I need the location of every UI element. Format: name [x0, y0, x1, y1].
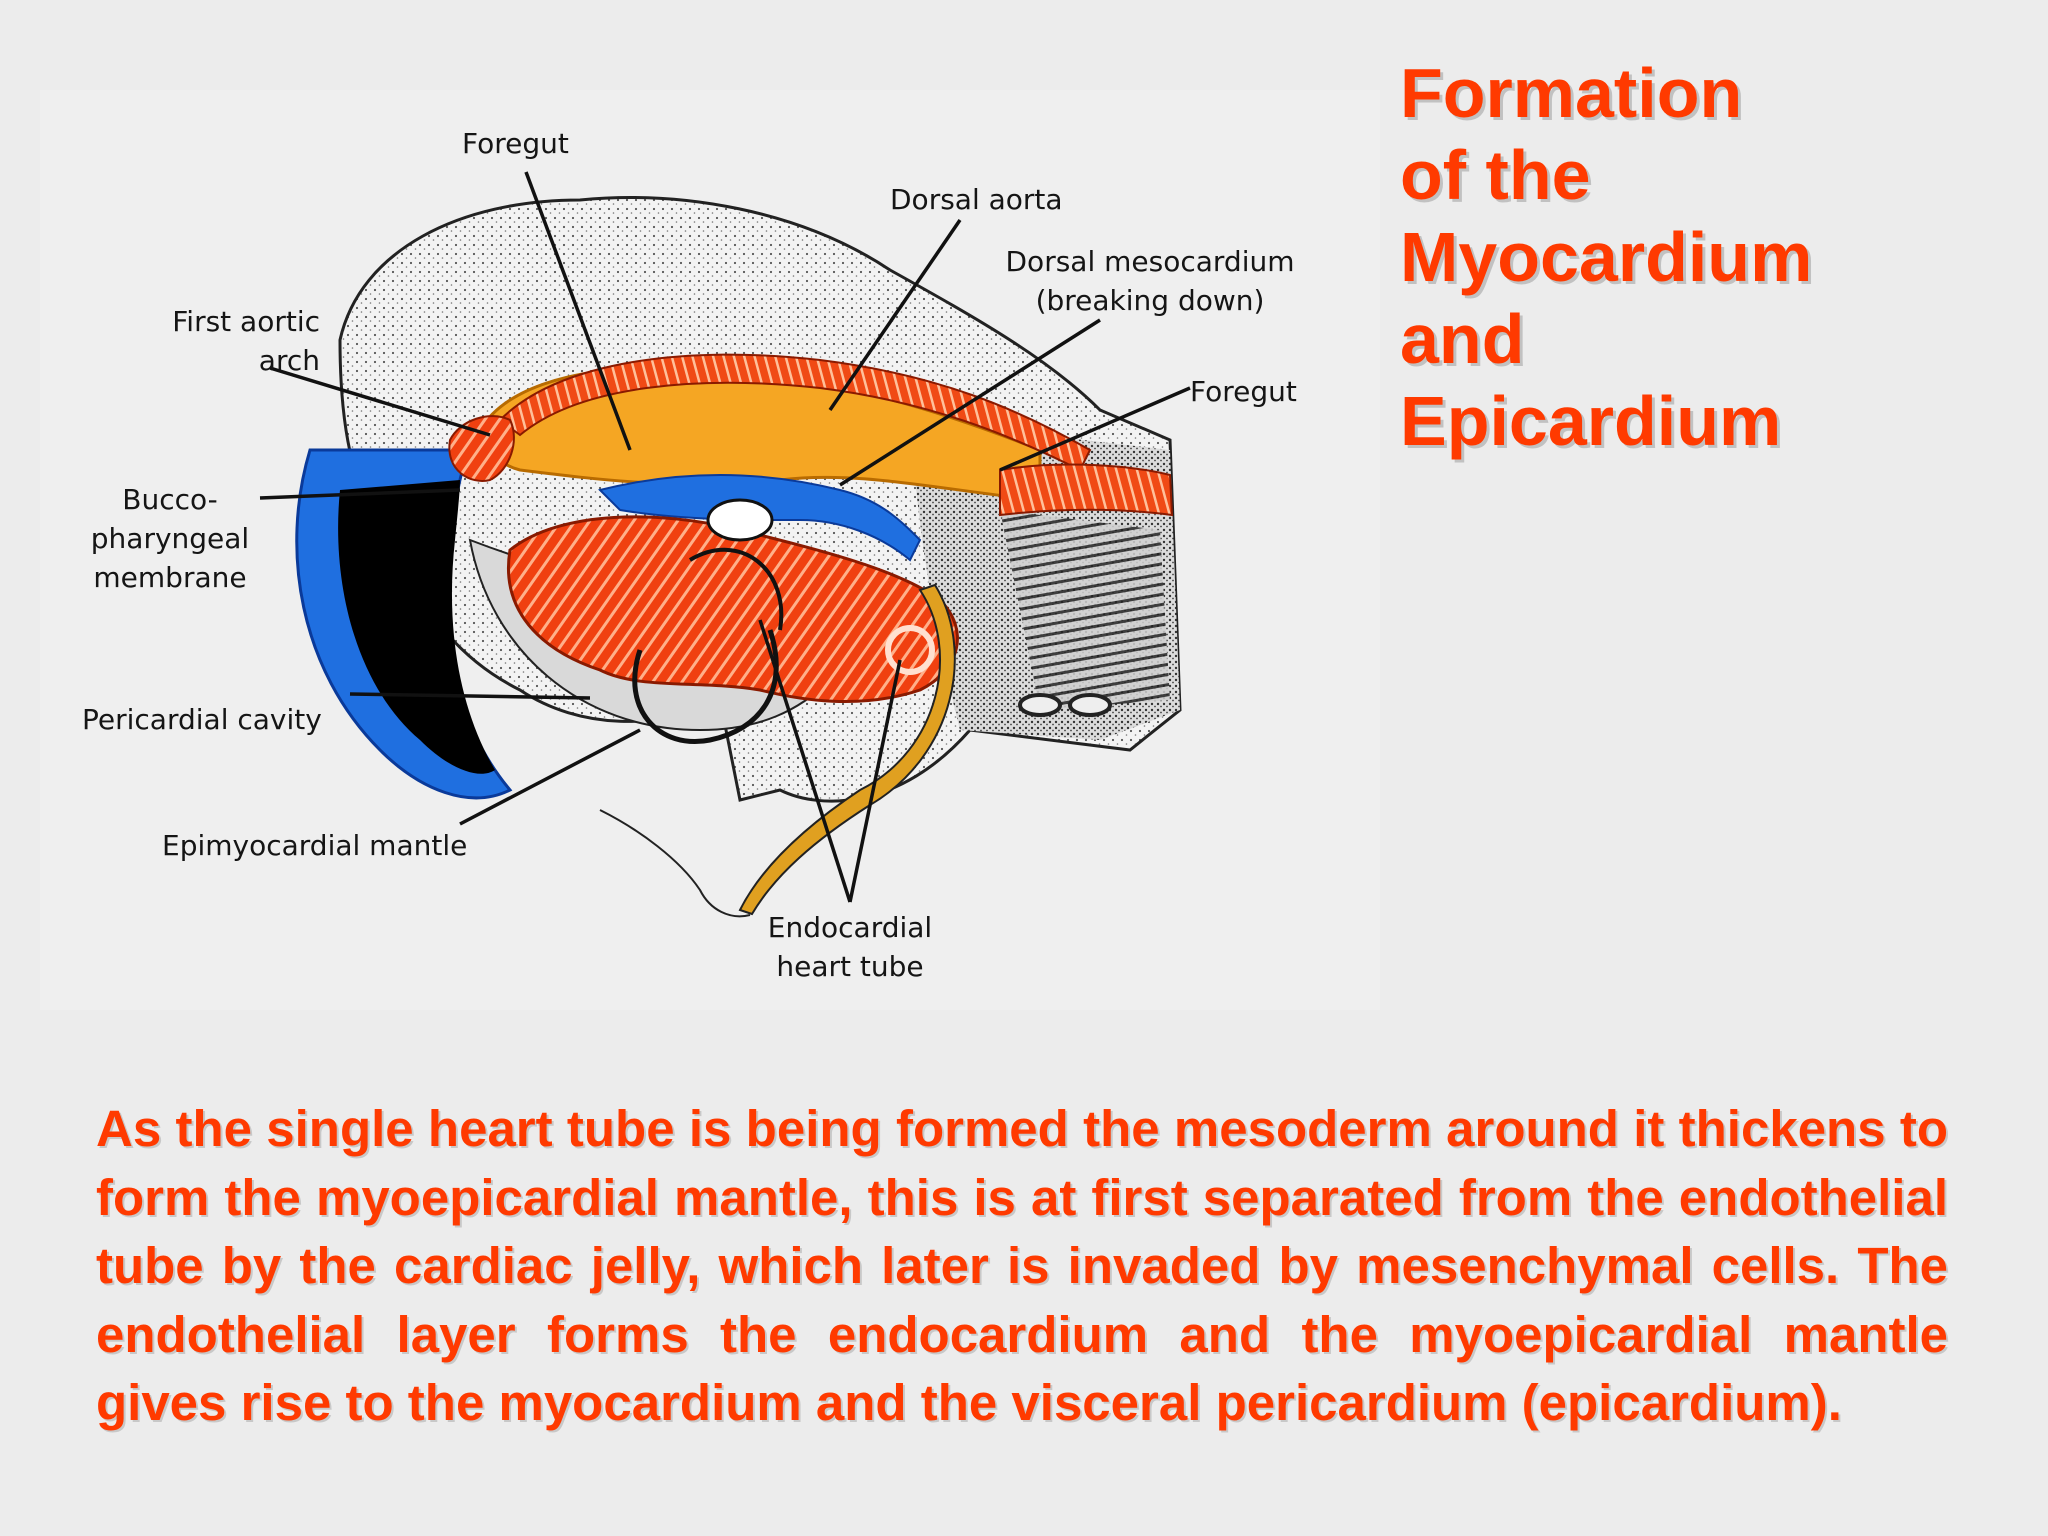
- label-bucco-line3: membrane: [93, 561, 247, 594]
- label-first-aortic-arch-line2: arch: [258, 344, 320, 377]
- slide-body-text: As the single heart tube is being formed…: [96, 1100, 1948, 1431]
- foregut-tube-right: [999, 463, 1174, 517]
- label-dorsal-mesocardium-line1: Dorsal mesocardium: [1005, 245, 1295, 278]
- vessel-lumen-2: [1068, 693, 1112, 717]
- pericardial-cavity-black: [338, 480, 495, 774]
- hatched-vessels: [1000, 510, 1170, 710]
- septum-transversum-outline: [738, 583, 956, 916]
- first-aortic-arch: [448, 415, 515, 482]
- label-dorsal-mesocardium-line2: (breaking down): [1035, 284, 1265, 317]
- embryo-lower-wavy-edge: [599, 809, 751, 918]
- label-bucco-line1: Bucco-: [122, 483, 218, 516]
- title-line: Epicardium: [1400, 382, 1782, 460]
- label-buccopharyngeal-membrane: Bucco- pharyngeal membrane: [80, 480, 260, 597]
- title-line: of the: [1400, 136, 1591, 214]
- label-endocardial-heart-tube: Endocardial heart tube: [740, 908, 960, 986]
- title-line: Formation: [1400, 54, 1743, 132]
- vessel-lumen-1: [1018, 693, 1062, 717]
- slide-title: Formation of the Myocardium and Epicardi…: [1400, 52, 2020, 462]
- endocardial-tube-loop: [632, 629, 779, 744]
- label-pericardial-cavity: Pericardial cavity: [82, 703, 322, 736]
- leader-lines: [259, 171, 1191, 903]
- embryo-section-illustration: [259, 171, 1191, 918]
- title-line: Myocardium: [1400, 218, 1813, 296]
- dorsal-aorta-band: [498, 353, 1092, 472]
- label-first-aortic-arch-line1: First aortic: [172, 305, 320, 338]
- label-dorsal-aorta: Dorsal aorta: [890, 183, 1063, 216]
- label-first-aortic-arch: First aortic arch: [100, 302, 320, 380]
- endocardial-tube-loop-2: [688, 547, 784, 631]
- label-bucco-line2: pharyngeal: [90, 522, 250, 555]
- dorsal-mesocardium-lumen: [706, 498, 774, 542]
- label-endocardial-line1: Endocardial: [767, 911, 933, 944]
- label-epimyocardial-mantle: Epimyocardial mantle: [162, 829, 468, 862]
- label-endocardial-line2: heart tube: [776, 950, 924, 983]
- title-line: and: [1400, 300, 1525, 378]
- label-foregut-right: Foregut: [1190, 375, 1297, 408]
- heart-tube-diagram: Foregut Dorsal aorta Dorsal mesocardium …: [40, 90, 1380, 1010]
- endocardial-ring: [885, 625, 935, 675]
- label-foregut-top: Foregut: [462, 127, 569, 160]
- label-dorsal-mesocardium: Dorsal mesocardium (breaking down): [980, 242, 1320, 320]
